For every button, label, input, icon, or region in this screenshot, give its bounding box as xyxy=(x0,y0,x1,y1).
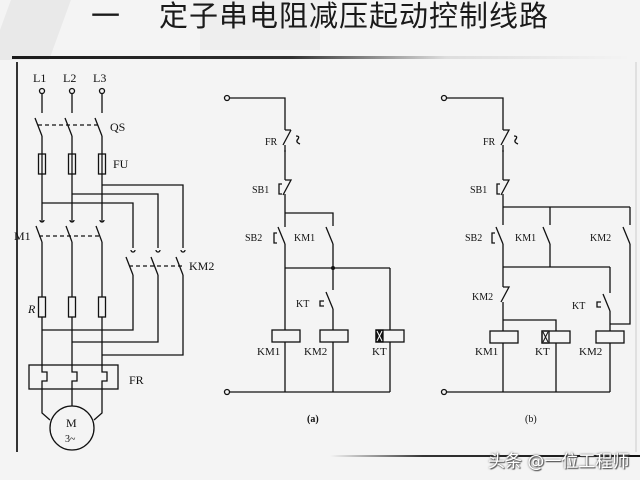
control-circuit-a: FR SB1 SB2 KM1 KT xyxy=(223,94,405,425)
km2-bypass-contacts xyxy=(125,256,184,276)
km1-hold-label-b: KM1 xyxy=(515,233,536,244)
title-underline xyxy=(12,56,632,59)
km2-coil-label-a: KM2 xyxy=(304,346,327,358)
fr-contact-label-b: FR xyxy=(483,137,496,148)
footer-line xyxy=(330,455,640,457)
phase-label-l2: L2 xyxy=(63,71,76,85)
title-text: 定子串电阻减压起动控制线路 xyxy=(159,1,550,33)
km1-main-contacts xyxy=(35,225,103,243)
caption-a: (a) xyxy=(307,414,319,425)
terminal-top-b xyxy=(440,94,448,102)
r-label: R xyxy=(27,302,36,316)
control-circuit-b: FR SB1 SB2 KM1 KM2 KM2 xyxy=(440,94,631,425)
terminal-bottom-a xyxy=(223,388,231,396)
kt-contact-label-a: KT xyxy=(296,299,309,310)
km2-interlock-label-b: KM2 xyxy=(472,292,493,303)
sb2-label-a: SB2 xyxy=(245,233,262,244)
qs-label: QS xyxy=(110,120,125,134)
qs-switch xyxy=(34,117,103,137)
fu-label: FU xyxy=(113,157,129,171)
sb1-label-a: SB1 xyxy=(252,185,269,196)
km1-coil-label-b: KM1 xyxy=(475,346,498,358)
sb2-label-b: SB2 xyxy=(465,233,482,244)
terminal-top-a xyxy=(223,94,231,102)
fu-fuses xyxy=(37,153,107,175)
fr-contact-label-a: FR xyxy=(265,137,278,148)
title-number: 一 xyxy=(90,1,121,33)
page-title: 一 定子串电阻减压起动控制线路 xyxy=(0,0,640,34)
background-shape xyxy=(200,0,320,50)
motor-type: 3~ xyxy=(65,434,76,445)
km1-coil-b xyxy=(489,330,519,344)
km1-hold-label-a: KM1 xyxy=(294,233,315,244)
motor-label: M xyxy=(66,416,77,430)
km2-coil-b xyxy=(595,330,625,344)
r-resistors xyxy=(37,296,107,318)
main-circuit: L1 L2 L3 QS FU xyxy=(14,71,214,451)
km2-hold-label-b: KM2 xyxy=(590,233,611,244)
km1-coil-label-a: KM1 xyxy=(257,346,280,358)
kt-coil-b xyxy=(541,330,571,344)
km2-main-label: KM2 xyxy=(189,259,214,273)
motor-symbol xyxy=(49,405,95,451)
sb1-label-b: SB1 xyxy=(470,185,487,196)
kt-coil-label-a: KT xyxy=(372,346,387,358)
terminal-bottom-b xyxy=(440,388,448,396)
fr-thermal-relay xyxy=(28,364,119,390)
fr-main-label: FR xyxy=(129,373,144,387)
kt-contact-label-b: KT xyxy=(572,301,585,312)
terminal-l3 xyxy=(98,87,106,95)
watermark: 头条 @一位工程师 xyxy=(488,452,630,472)
caption-b: (b) xyxy=(525,414,537,425)
km2-coil-label-b: KM2 xyxy=(579,346,602,358)
km2-coil-a xyxy=(319,329,349,343)
terminal-l2 xyxy=(68,87,76,95)
kt-coil-label-b: KT xyxy=(535,346,550,358)
m1-label: M1 xyxy=(14,229,31,243)
phase-label-l3: L3 xyxy=(93,71,106,85)
phase-label-l1: L1 xyxy=(33,71,46,85)
km1-coil-a xyxy=(271,329,301,343)
terminal-l1 xyxy=(38,87,46,95)
